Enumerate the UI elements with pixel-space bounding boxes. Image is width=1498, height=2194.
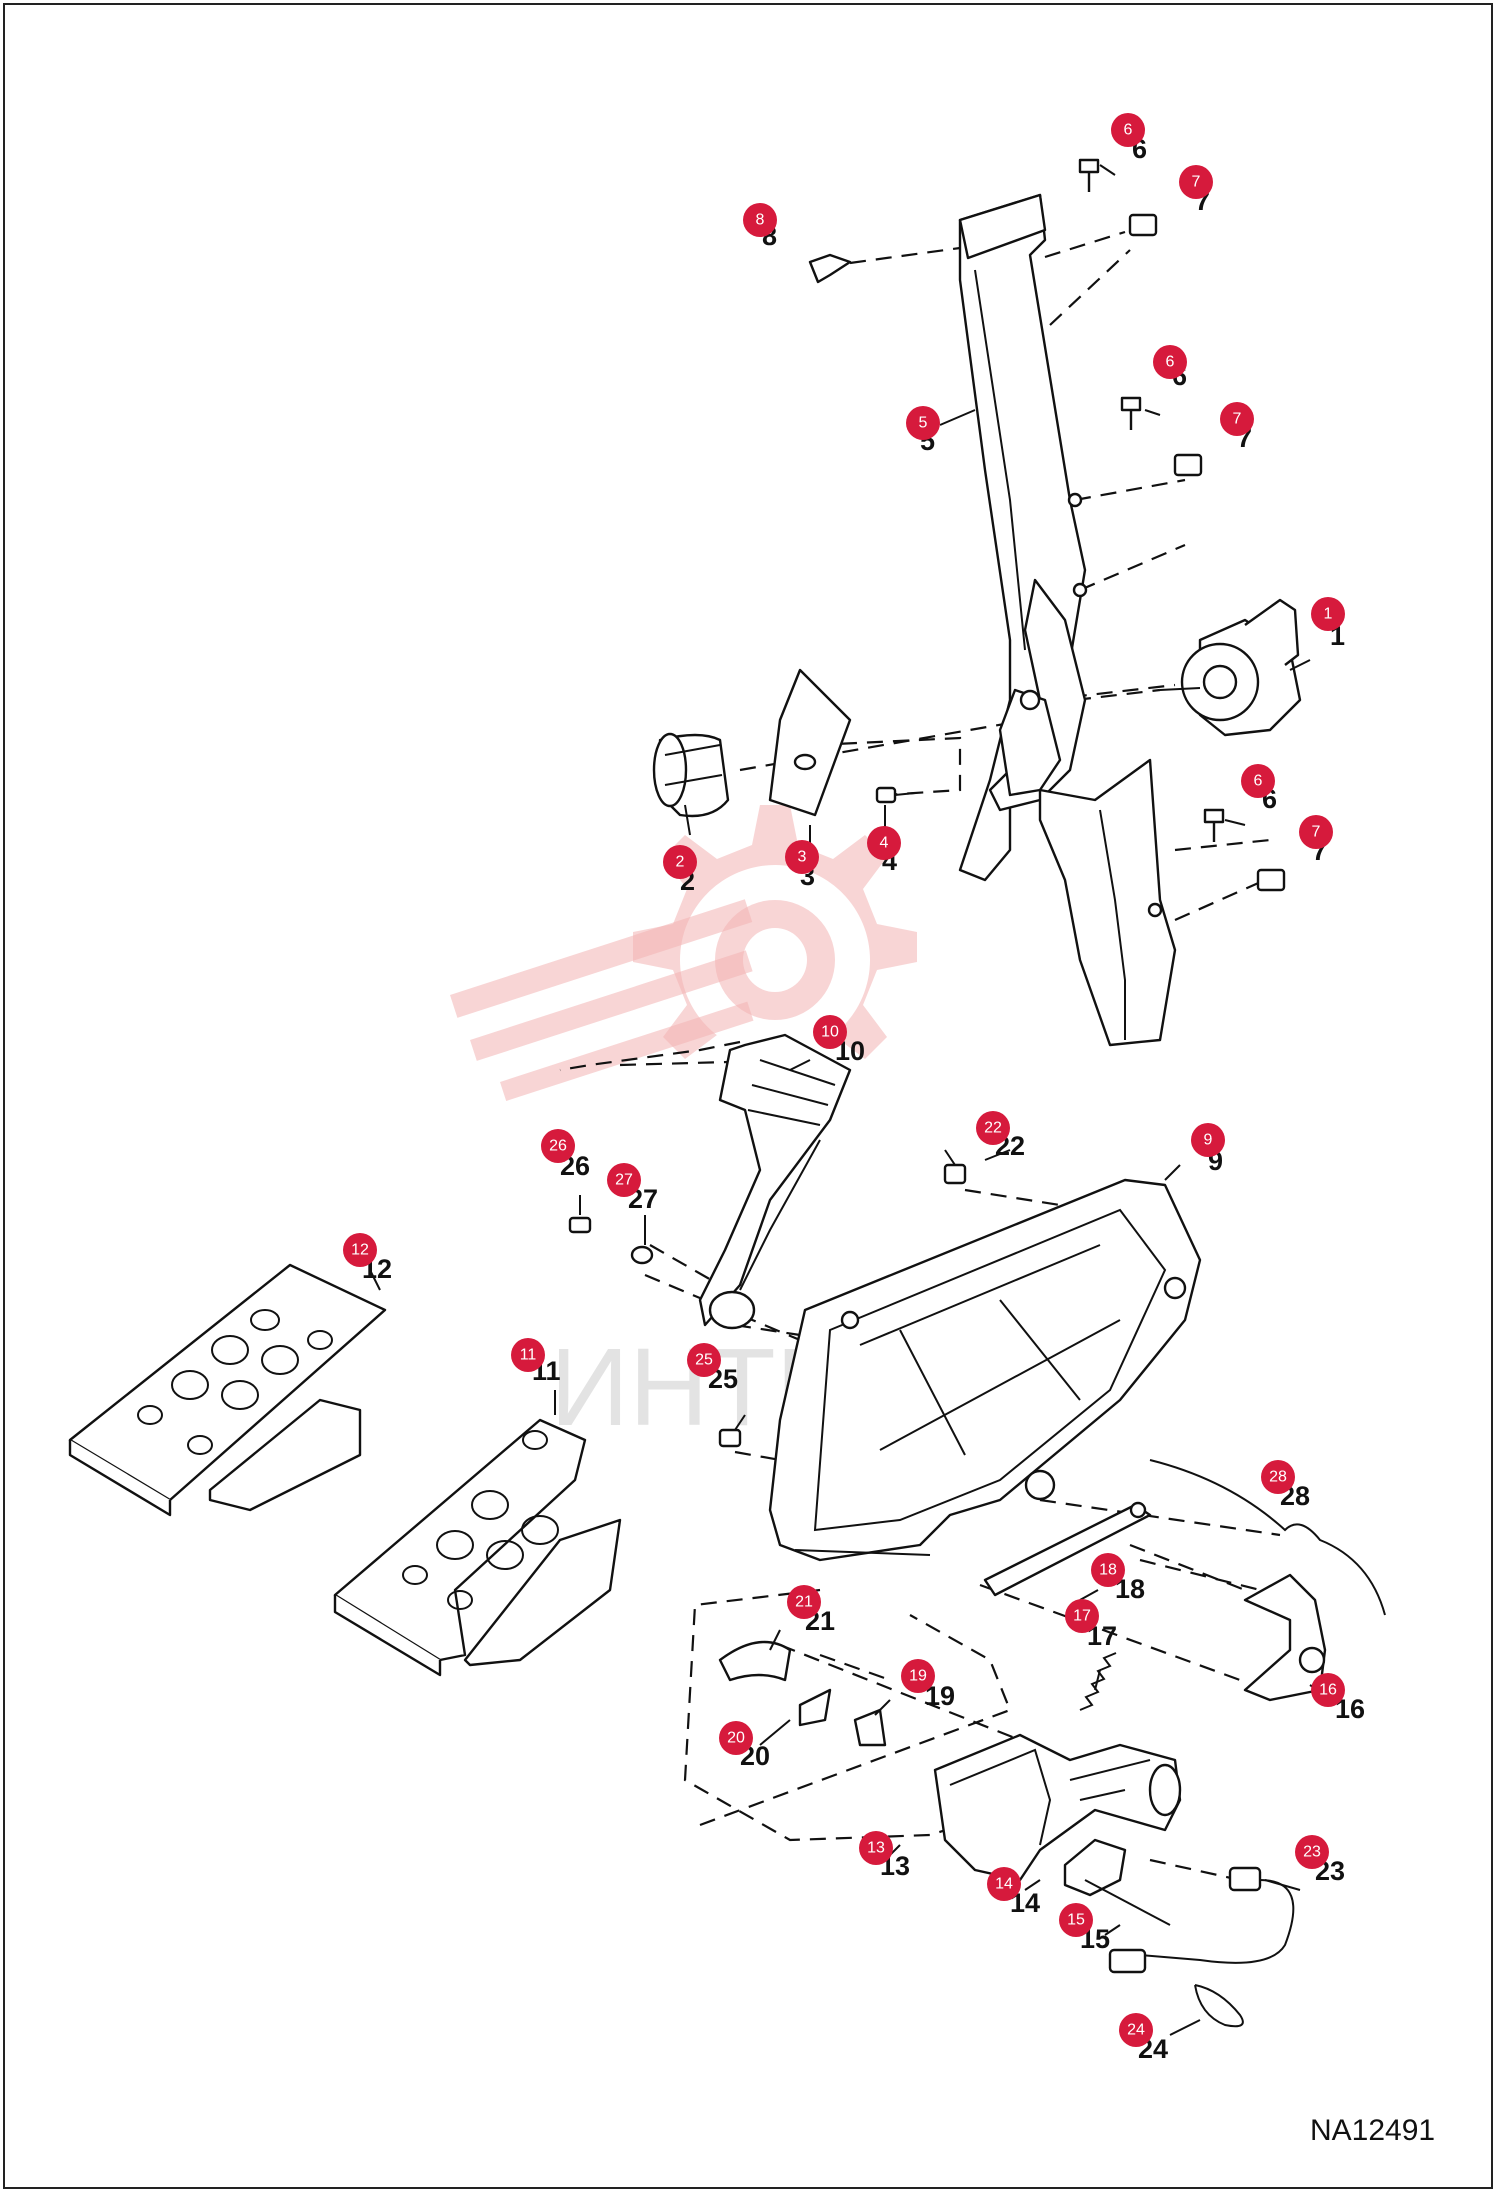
svg-text:15: 15 xyxy=(1067,1912,1085,1929)
callout-badge-18: 18 xyxy=(1091,1553,1125,1587)
callout-badge-27: 27 xyxy=(607,1163,641,1197)
svg-text:9: 9 xyxy=(1204,1132,1213,1149)
callout-badge-12: 12 xyxy=(343,1233,377,1267)
part-clips-7 xyxy=(1128,213,1286,892)
callout-badge-14: 14 xyxy=(987,1867,1021,1901)
svg-text:25: 25 xyxy=(695,1352,713,1369)
part-washer-20 xyxy=(798,1688,832,1727)
callout-badge-10: 10 xyxy=(813,1015,847,1049)
part-sensor xyxy=(1159,598,1302,737)
svg-text:17: 17 xyxy=(1073,1608,1091,1625)
callout-badge-7b: 7 xyxy=(1220,402,1254,436)
part-bumper xyxy=(652,732,730,818)
callout-badge-6c: 6 xyxy=(1241,764,1275,798)
svg-text:22: 22 xyxy=(984,1120,1002,1137)
callout-badge-4: 4 xyxy=(867,826,901,860)
diagram-frame xyxy=(3,3,1493,2189)
part-screw-4 xyxy=(875,786,916,804)
callout-badge-2: 2 xyxy=(663,845,697,879)
svg-text:11: 11 xyxy=(520,1347,537,1364)
svg-text:14: 14 xyxy=(995,1876,1013,1893)
svg-text:3: 3 xyxy=(798,849,807,866)
callout-badge-28: 28 xyxy=(1261,1460,1295,1494)
svg-text:7: 7 xyxy=(1233,411,1242,428)
callout-badge-22: 22 xyxy=(976,1111,1010,1145)
callout-badge-15: 15 xyxy=(1059,1903,1093,1937)
part-connector-14 xyxy=(1063,1838,1127,1897)
callout-badge-17: 17 xyxy=(1065,1599,1099,1633)
part-screws-6 xyxy=(1078,158,1225,842)
svg-text:1: 1 xyxy=(1324,606,1333,623)
svg-text:4: 4 xyxy=(880,835,889,852)
callout-badge-7c: 7 xyxy=(1299,815,1333,849)
callout-badge-26: 26 xyxy=(541,1129,575,1163)
svg-text:6: 6 xyxy=(1254,773,1263,790)
svg-text:12: 12 xyxy=(351,1242,369,1259)
svg-text:13: 13 xyxy=(867,1840,885,1857)
part-small-fasteners xyxy=(568,1163,967,1448)
svg-text:16: 16 xyxy=(1319,1682,1337,1699)
callout-badge-3: 3 xyxy=(785,840,819,874)
assembly-lines xyxy=(559,230,1301,1882)
part-pedal-arm xyxy=(698,1033,852,1330)
callout-badge-25: 25 xyxy=(687,1343,721,1377)
svg-text:24: 24 xyxy=(1127,2022,1145,2039)
leader-lines xyxy=(369,164,1326,2036)
part-pin-8 xyxy=(808,253,852,284)
document-id: NA12491 xyxy=(1310,2114,1435,2147)
callout-badge-6b: 6 xyxy=(1153,345,1187,379)
callout-badge-6a: 6 xyxy=(1111,113,1145,147)
svg-text:23: 23 xyxy=(1303,1844,1321,1861)
part-link-18 xyxy=(983,1501,1152,1597)
callout-badge-16: 16 xyxy=(1311,1673,1345,1707)
callout-badge-13: 13 xyxy=(859,1831,893,1865)
part-clip-21 xyxy=(718,1640,792,1682)
part-harness-23 xyxy=(1108,1866,1295,1974)
part-bracket-rail xyxy=(958,193,1177,1047)
callout-badge-8: 8 xyxy=(743,203,777,237)
svg-text:20: 20 xyxy=(727,1730,745,1747)
svg-text:6: 6 xyxy=(1166,354,1175,371)
part-tie-24 xyxy=(1194,1984,1244,2028)
part-bracket-16 xyxy=(1243,1573,1327,1702)
callout-badge-19: 19 xyxy=(901,1659,935,1693)
part-footplate-12 xyxy=(68,1263,387,1517)
callout-badge-5: 5 xyxy=(906,406,940,440)
part-clip-19 xyxy=(853,1708,887,1747)
svg-text:8: 8 xyxy=(756,212,765,229)
part-footplate-11 xyxy=(333,1418,622,1677)
bracket-brace-28 xyxy=(1149,1459,1386,1616)
callout-badge-9: 9 xyxy=(1191,1123,1225,1157)
callout-badge-23: 23 xyxy=(1295,1835,1329,1869)
part-plate xyxy=(768,668,852,817)
svg-text:21: 21 xyxy=(795,1594,813,1611)
svg-text:7: 7 xyxy=(1192,174,1201,191)
part-base-plate xyxy=(768,1178,1202,1562)
svg-text:6: 6 xyxy=(1124,122,1133,139)
svg-text:28: 28 xyxy=(1269,1469,1287,1486)
svg-text:19: 19 xyxy=(909,1668,927,1685)
svg-text:10: 10 xyxy=(821,1024,839,1041)
svg-text:18: 18 xyxy=(1099,1562,1117,1579)
callout-badge-7a: 7 xyxy=(1179,165,1213,199)
callout-badge-20: 20 xyxy=(719,1721,753,1755)
part-housing-13 xyxy=(933,1733,1182,1882)
svg-text:5: 5 xyxy=(919,415,928,432)
callout-badge-24: 24 xyxy=(1119,2013,1153,2047)
svg-text:2: 2 xyxy=(676,854,685,871)
number-labels: 1 2 3 4 5 6 6 6 7 7 7 8 9 10 11 12 13 14… xyxy=(362,134,1365,2064)
svg-text:27: 27 xyxy=(615,1172,633,1189)
svg-text:7: 7 xyxy=(1312,824,1321,841)
callout-badge-21: 21 xyxy=(787,1585,821,1619)
callout-badge-1: 1 xyxy=(1311,597,1345,631)
callout-badge-11: 11 xyxy=(511,1338,545,1372)
svg-text:26: 26 xyxy=(549,1138,567,1155)
callout-badges: 1 2 3 4 5 6 6 6 7 7 7 8 9 10 11 12 13 14… xyxy=(343,113,1345,2047)
part-bolt-15 xyxy=(1084,1879,1171,1926)
